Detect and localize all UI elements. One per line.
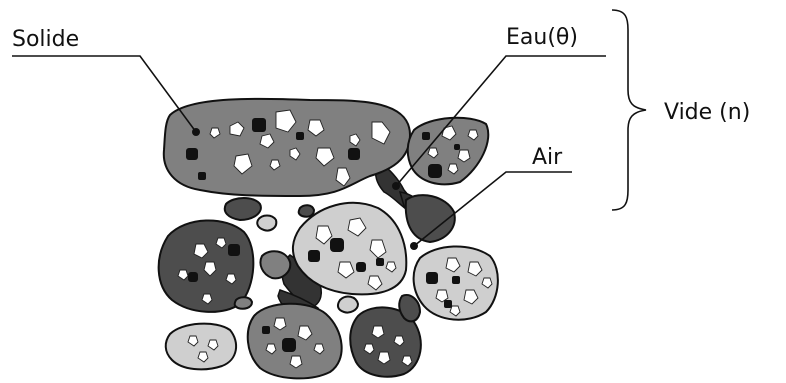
aggregate-bottom-centre (248, 304, 342, 379)
water-marker (392, 182, 400, 190)
aggregate-right-light (414, 246, 498, 319)
aggregate-top-right (408, 118, 489, 185)
void-brace (612, 10, 646, 210)
air-marker (410, 242, 418, 250)
aggregate-large-top (164, 99, 410, 196)
label-solid: Solide (12, 27, 79, 52)
label-air: Air (532, 145, 563, 170)
label-water: Eau(θ) (506, 25, 578, 50)
solid-marker (192, 128, 200, 136)
aggregate-bottom-left (166, 324, 236, 370)
label-void: Vide (n) (664, 100, 750, 125)
